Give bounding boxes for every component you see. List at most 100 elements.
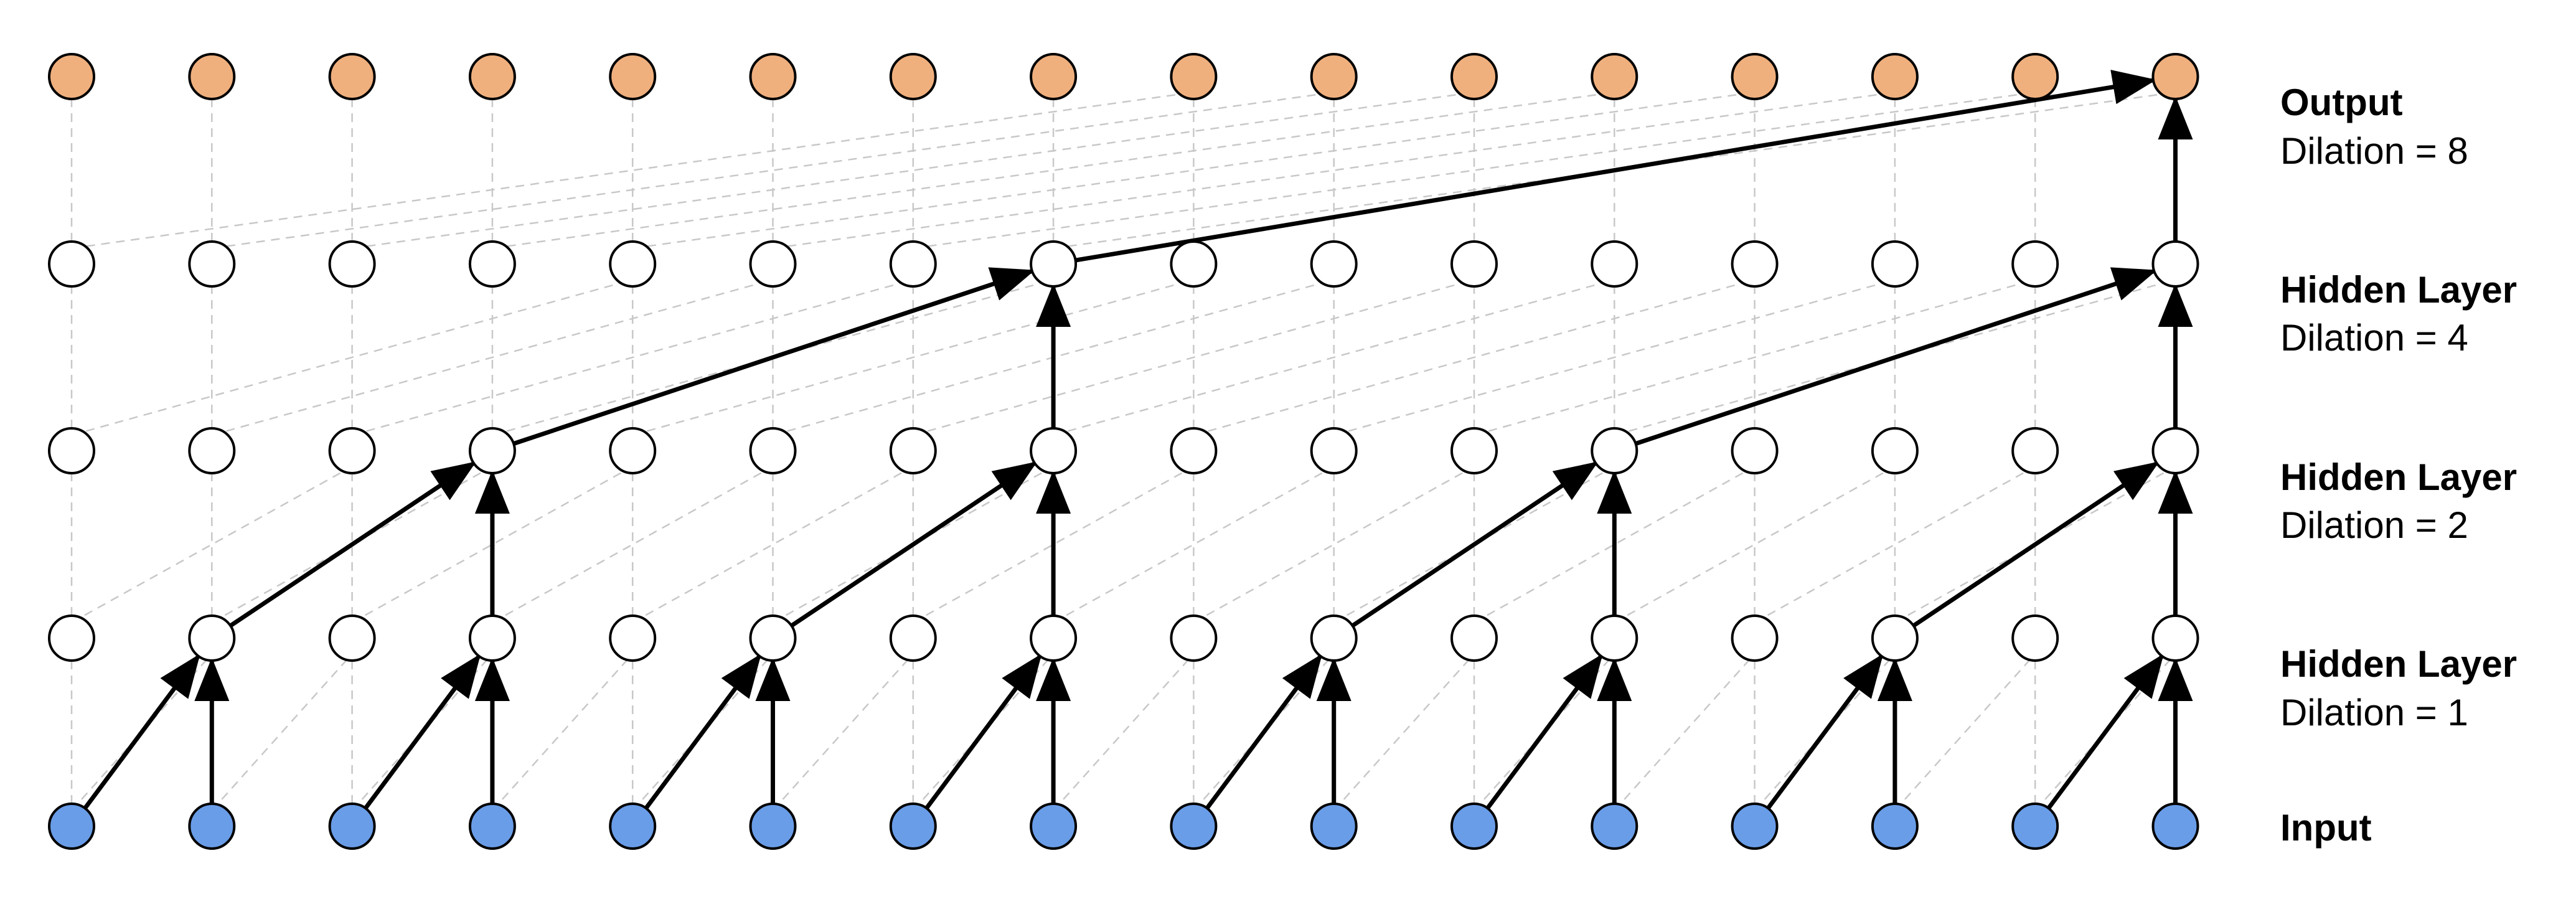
output-node xyxy=(1450,53,1498,100)
output-node xyxy=(2151,53,2199,100)
input-node xyxy=(2151,803,2199,850)
hidden-2-node xyxy=(1450,427,1498,474)
hidden-2-node xyxy=(609,427,657,474)
output-node xyxy=(1030,53,1078,100)
faint-edge-diagonal xyxy=(632,91,1755,250)
hidden-2-node xyxy=(1030,427,1078,474)
active-arrow xyxy=(2046,653,2164,810)
hidden-1-node xyxy=(1030,614,1078,662)
output-node xyxy=(1591,53,1638,100)
output-node xyxy=(2011,53,2059,100)
output-node xyxy=(48,53,95,100)
active-connection-arrows xyxy=(83,70,2193,810)
output-node xyxy=(609,53,657,100)
faint-edge-diagonal xyxy=(772,466,1054,623)
faint-connection-lines xyxy=(70,91,2176,811)
hidden-3-node xyxy=(1731,240,1779,288)
hidden-1-node xyxy=(1450,614,1498,662)
hidden-2-node xyxy=(188,427,236,474)
active-arrow xyxy=(1912,461,2160,628)
hidden-3-node xyxy=(1450,240,1498,288)
faint-edge-diagonal xyxy=(492,91,1615,250)
hidden-3-node xyxy=(1030,240,1078,288)
faint-edge-diagonal xyxy=(1193,278,1755,436)
faint-edge-diagonal xyxy=(492,466,774,623)
input-node xyxy=(2011,803,2059,850)
hidden-1-node xyxy=(328,614,376,662)
faint-edge-diagonal xyxy=(1614,466,1896,623)
hidden-1-node xyxy=(749,614,797,662)
faint-edge-diagonal xyxy=(632,466,914,623)
hidden-2-node xyxy=(2011,427,2059,474)
hidden-2-node xyxy=(1871,427,1919,474)
input-node xyxy=(1170,803,1218,850)
layer-label-hidden-1: Hidden Layer Dilation = 1 xyxy=(2280,643,2517,733)
hidden-3-node xyxy=(2151,240,2199,288)
faint-edge-diagonal xyxy=(351,466,633,623)
hidden-3-node xyxy=(749,240,797,288)
layer-subtitle-hidden-2: Dilation = 2 xyxy=(2280,504,2468,546)
faint-edge-diagonal xyxy=(1053,653,1195,811)
input-node xyxy=(749,803,797,850)
input-node xyxy=(1030,803,1078,850)
hidden-2-node xyxy=(1591,427,1638,474)
faint-edge-diagonal xyxy=(1053,278,1615,436)
faint-edge-diagonal xyxy=(491,653,634,811)
output-node xyxy=(889,53,937,100)
layer-label-hidden-3: Hidden Layer Dilation = 4 xyxy=(2280,269,2517,359)
active-arrow xyxy=(229,461,477,628)
input-node xyxy=(1871,803,1919,850)
layer-label-input: Input xyxy=(2280,807,2372,849)
active-arrow xyxy=(790,461,1038,628)
output-node xyxy=(468,53,516,100)
active-arrow xyxy=(364,653,481,810)
layer-title-hidden-3: Hidden Layer xyxy=(2280,269,2517,311)
faint-edge-diagonal xyxy=(632,278,1194,436)
hidden-1-node xyxy=(1310,614,1358,662)
hidden-1-node xyxy=(609,614,657,662)
hidden-2-node xyxy=(1310,427,1358,474)
layer-subtitle-hidden-1: Dilation = 1 xyxy=(2280,692,2468,733)
output-node xyxy=(328,53,376,100)
layer-subtitle-output: Dilation = 8 xyxy=(2280,130,2468,172)
hidden-1-node xyxy=(48,614,95,662)
layer-title-input: Input xyxy=(2280,807,2372,849)
hidden-2-node xyxy=(1170,427,1218,474)
input-node xyxy=(1731,803,1779,850)
hidden-2-node xyxy=(468,427,516,474)
faint-edge-diagonal xyxy=(211,653,353,811)
faint-edge-diagonal xyxy=(1053,466,1335,623)
hidden-1-node xyxy=(1871,614,1919,662)
output-node xyxy=(1871,53,1919,100)
faint-edge-diagonal xyxy=(211,278,773,436)
output-node xyxy=(1310,53,1358,100)
hidden-3-node xyxy=(1871,240,1919,288)
output-node xyxy=(1731,53,1779,100)
faint-edge-diagonal xyxy=(1614,653,1756,811)
active-arrow xyxy=(924,653,1042,810)
faint-edge-diagonal xyxy=(1894,653,2036,811)
active-arrow xyxy=(1205,653,1323,810)
faint-edge-diagonal xyxy=(212,91,1334,250)
layer-title-hidden-1: Hidden Layer xyxy=(2280,643,2517,685)
hidden-3-node xyxy=(2011,240,2059,288)
hidden-3-node xyxy=(188,240,236,288)
input-node xyxy=(1591,803,1638,850)
hidden-3-node xyxy=(1310,240,1358,288)
hidden-1-node xyxy=(1170,614,1218,662)
faint-edge-diagonal xyxy=(1474,466,1756,623)
faint-edge-diagonal xyxy=(352,278,914,436)
active-arrow xyxy=(644,653,761,810)
faint-edge-diagonal xyxy=(1894,466,2176,623)
active-arrow xyxy=(83,653,200,810)
hidden-2-node xyxy=(2151,427,2199,474)
active-arrow xyxy=(512,267,1035,446)
faint-edge-diagonal xyxy=(1333,466,1615,623)
input-node xyxy=(1450,803,1498,850)
faint-edge-diagonal xyxy=(773,91,1896,250)
hidden-3-node xyxy=(609,240,657,288)
neuron-nodes xyxy=(48,53,2199,850)
output-node xyxy=(1170,53,1218,100)
